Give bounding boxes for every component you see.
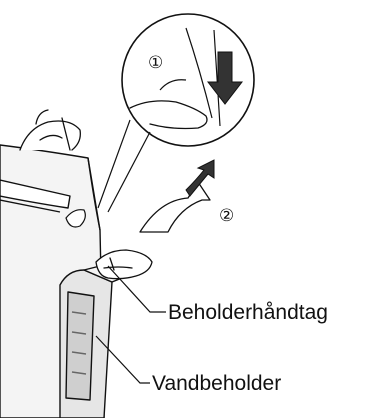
hand-on-handle: [96, 250, 152, 279]
detail-leader-line: [98, 120, 130, 208]
water-tank: [60, 266, 122, 418]
water-tank-label: Vandbeholder: [152, 373, 281, 394]
detail-leader-line: [108, 132, 150, 212]
step-2-number: ②: [219, 206, 234, 225]
lift-out-arrow: [140, 182, 210, 232]
tank-handle-label: Beholderhåndtag: [168, 302, 328, 323]
detail-circle: [122, 14, 254, 146]
step-1-number: ①: [148, 53, 163, 72]
top-hands: [20, 110, 80, 150]
